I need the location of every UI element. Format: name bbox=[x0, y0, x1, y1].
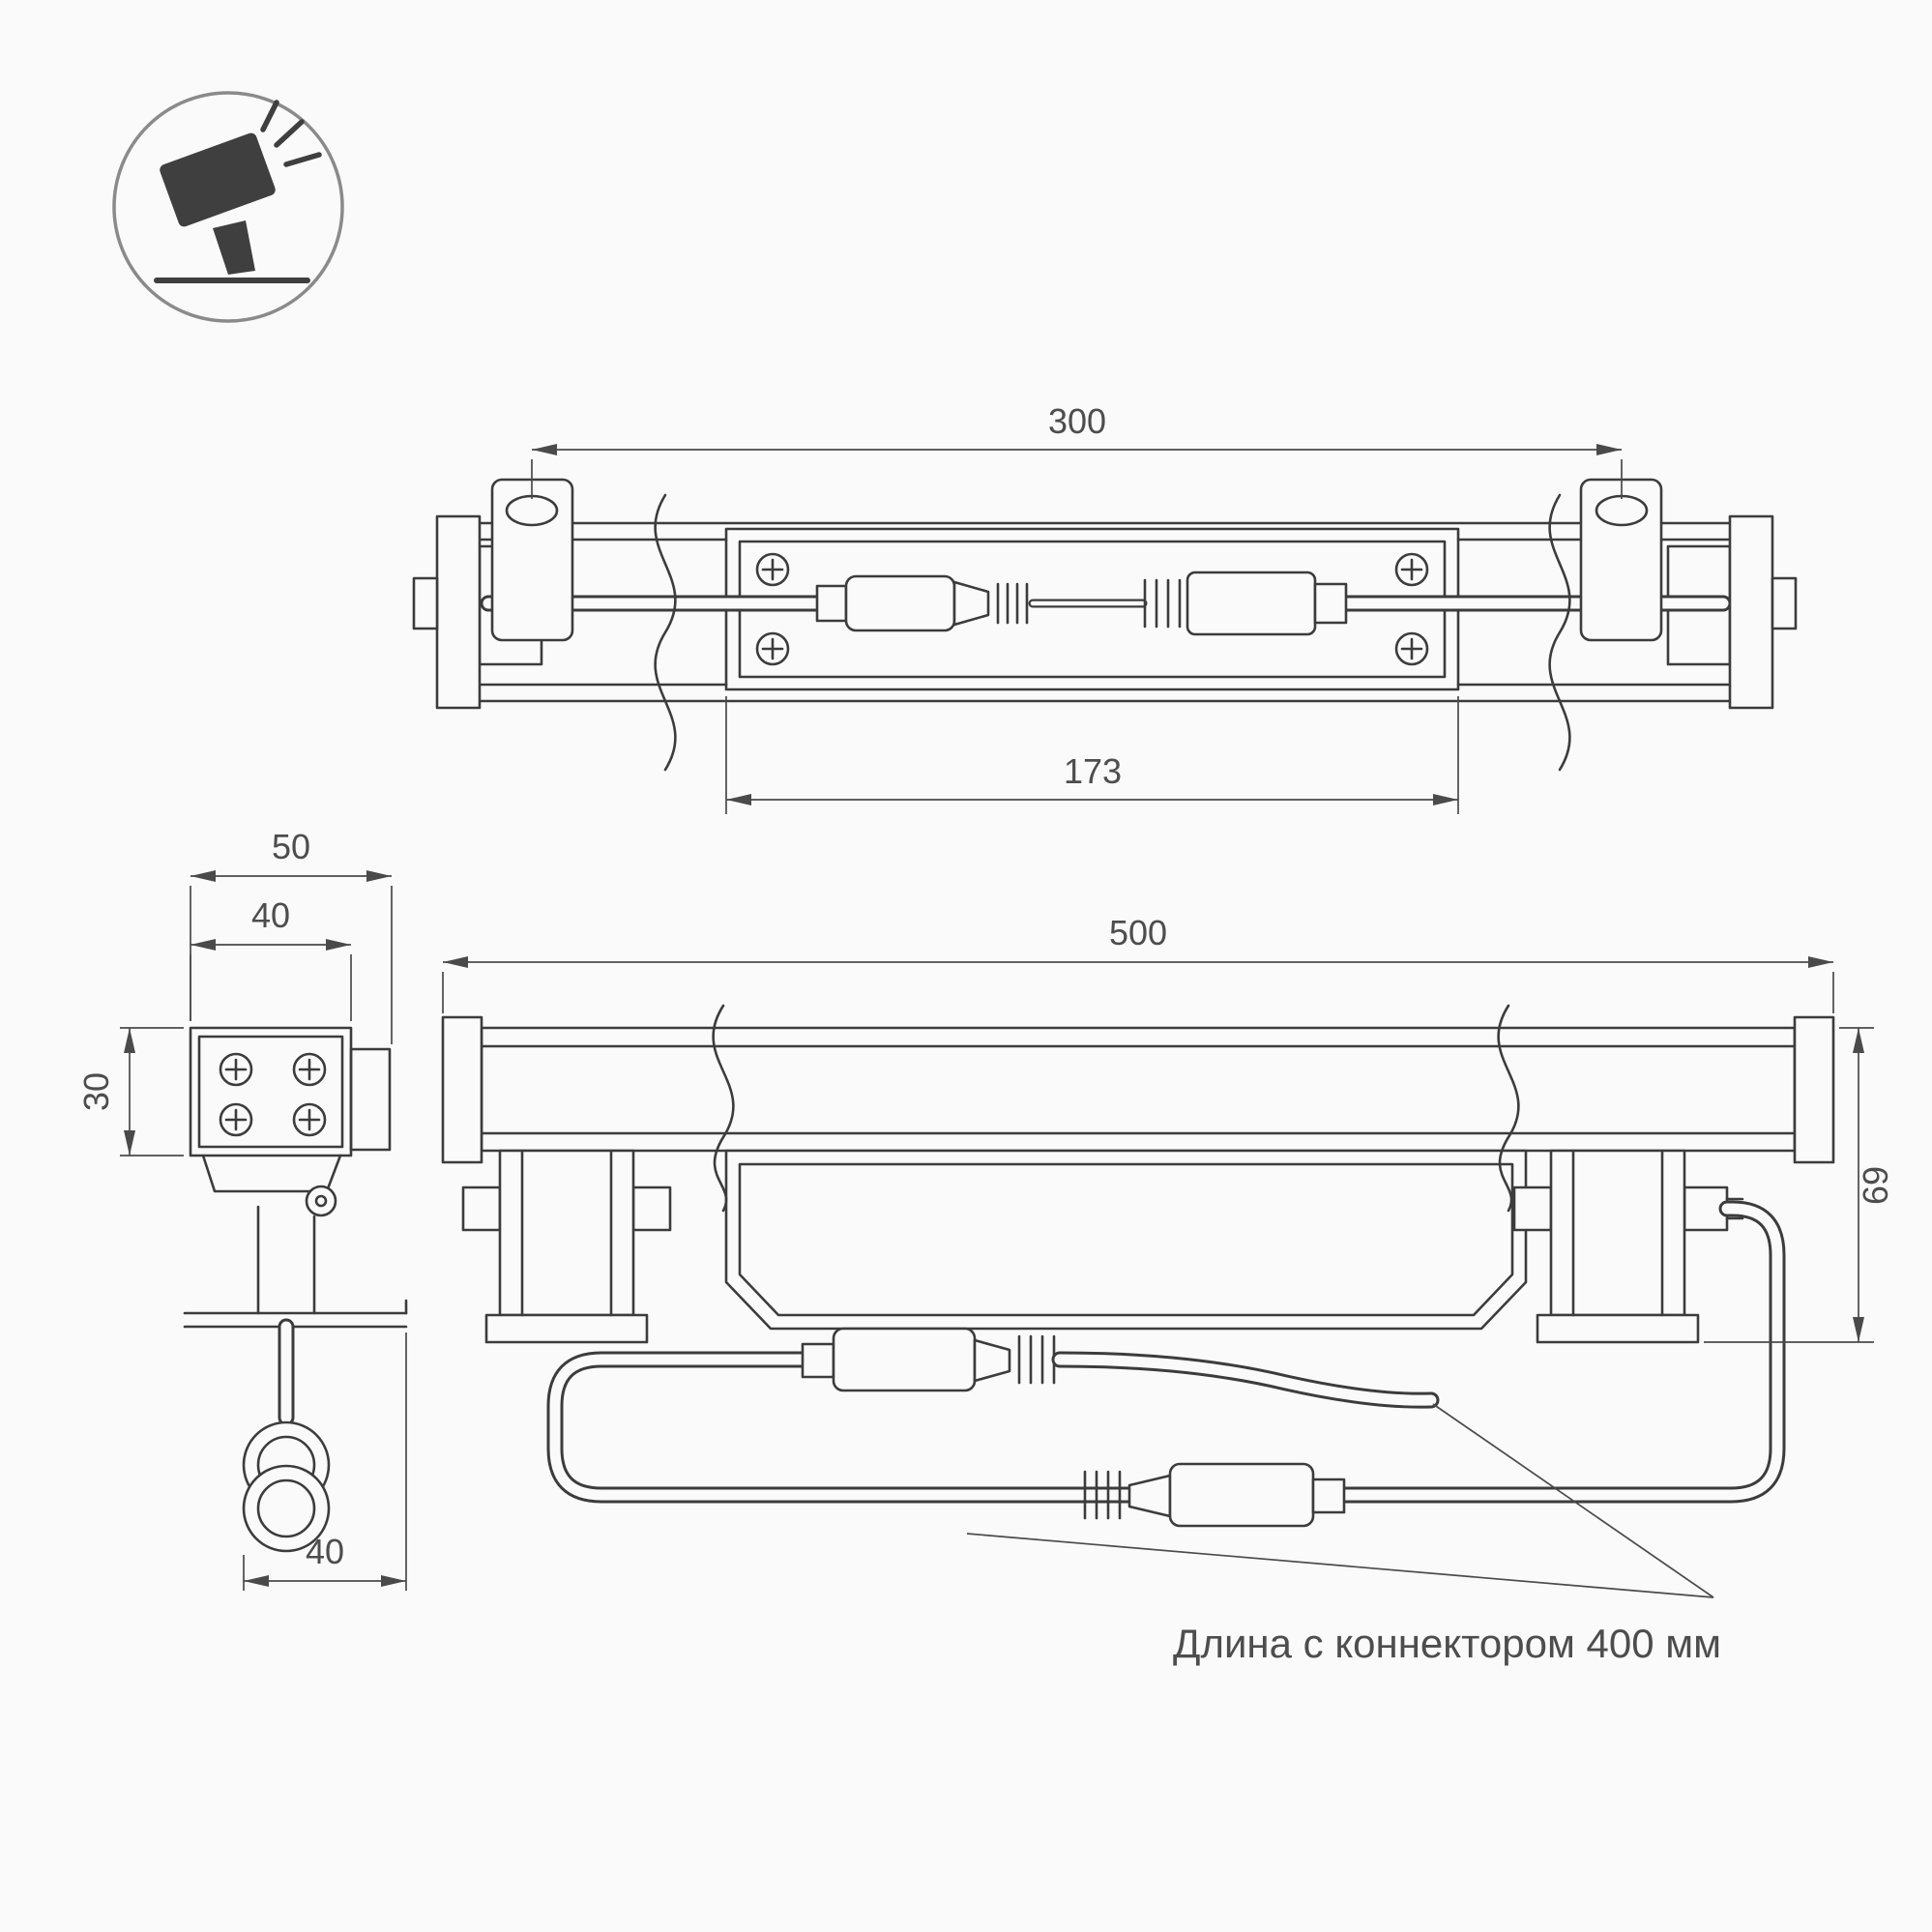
front-view-drawing bbox=[441, 1004, 1835, 1528]
dim-label-173: 173 bbox=[1064, 751, 1122, 791]
dim-label-40-bottom: 40 bbox=[306, 1532, 344, 1571]
dim-label-300: 300 bbox=[1048, 401, 1106, 441]
dim-label-40-top: 40 bbox=[251, 895, 290, 935]
top-connector-pair bbox=[815, 571, 1348, 636]
end-cap-left-top bbox=[435, 514, 482, 710]
dim-label-50: 50 bbox=[272, 827, 310, 866]
connector-length-note: Длина с коннектором 400 мм bbox=[1173, 1621, 1721, 1666]
mount-bracket-left-front bbox=[461, 1149, 672, 1344]
dim-label-69: 69 bbox=[1856, 1166, 1895, 1205]
screw-icon bbox=[219, 1052, 253, 1087]
screw-icon bbox=[292, 1102, 327, 1137]
top-view-drawing bbox=[412, 478, 1798, 772]
side-cable bbox=[242, 1318, 331, 1553]
break-line bbox=[1548, 493, 1571, 772]
dimension-50: 50 bbox=[190, 827, 393, 1044]
annotation-leaders bbox=[966, 1403, 1714, 1598]
end-cap-right-top bbox=[1728, 514, 1774, 710]
front-connector-1 bbox=[801, 1327, 1440, 1409]
dimension-300: 300 bbox=[531, 401, 1623, 499]
side-base-plate bbox=[183, 1299, 408, 1329]
dimension-500: 500 bbox=[442, 913, 1834, 1013]
mount-bracket-right-front bbox=[1512, 1149, 1744, 1344]
light-rays-icon bbox=[260, 100, 322, 167]
screw-icon bbox=[219, 1102, 253, 1137]
screw-icon bbox=[1394, 631, 1429, 666]
end-cap-right-front bbox=[1793, 1015, 1835, 1164]
break-line bbox=[654, 493, 677, 772]
end-cap-left-front bbox=[441, 1015, 483, 1164]
side-view-drawing bbox=[183, 1026, 408, 1553]
break-line bbox=[1497, 1004, 1520, 1213]
screw-icon bbox=[755, 631, 790, 666]
mount-bracket-right-top bbox=[1579, 478, 1663, 642]
floodlight-icon bbox=[112, 91, 344, 323]
dimension-40-bottom: 40 bbox=[243, 1332, 407, 1591]
dim-label-500: 500 bbox=[1109, 913, 1167, 952]
side-hinge bbox=[201, 1154, 342, 1315]
dimension-40-top: 40 bbox=[190, 895, 352, 1021]
driver-box bbox=[724, 1149, 1528, 1331]
screw-icon bbox=[1394, 552, 1429, 587]
side-body bbox=[189, 1026, 353, 1157]
dimension-69: 69 bbox=[1704, 1027, 1895, 1343]
front-rail bbox=[480, 1026, 1797, 1153]
front-connector-2 bbox=[1083, 1462, 1346, 1528]
dim-label-30: 30 bbox=[76, 1072, 116, 1111]
screw-icon bbox=[292, 1052, 327, 1087]
mount-bracket-left-top bbox=[490, 478, 574, 642]
dimension-173: 173 bbox=[725, 696, 1459, 814]
break-line bbox=[712, 1004, 735, 1213]
end-stub-right bbox=[1771, 576, 1798, 630]
side-flange bbox=[349, 1047, 392, 1152]
screw-icon bbox=[755, 552, 790, 587]
end-stub-left bbox=[412, 576, 439, 630]
dimension-30: 30 bbox=[76, 1027, 184, 1156]
